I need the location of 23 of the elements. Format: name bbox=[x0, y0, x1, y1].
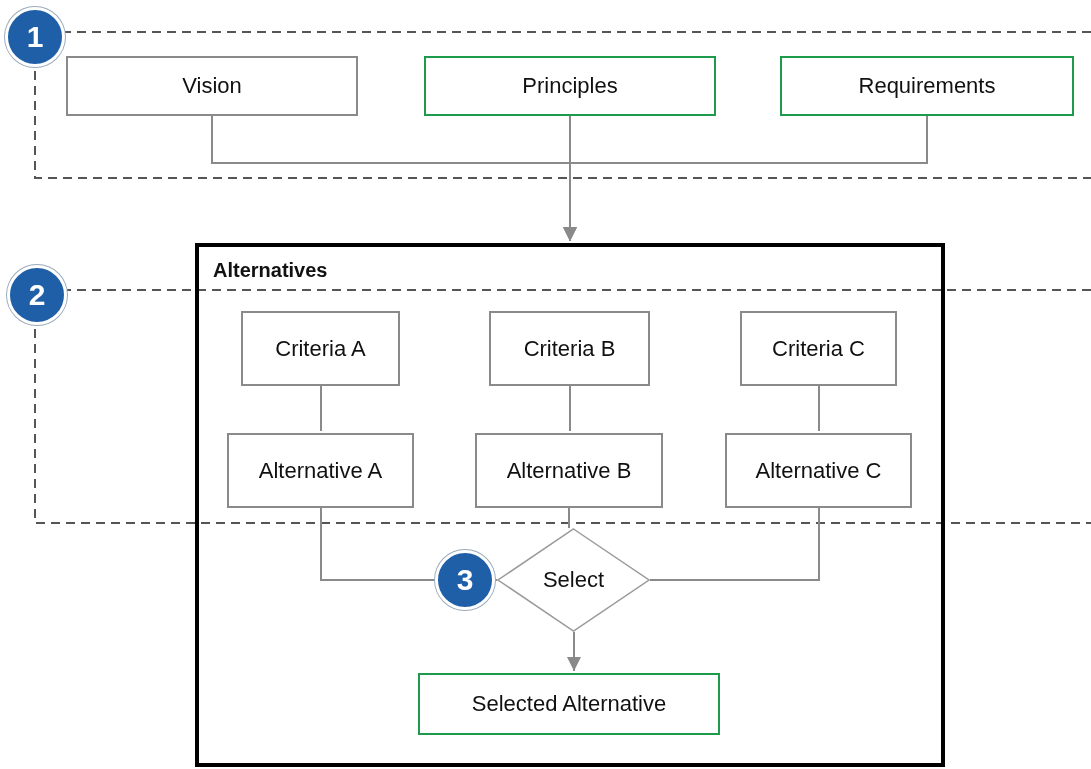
process-box: Alternative B bbox=[475, 433, 663, 508]
process-box: Vision bbox=[66, 56, 358, 116]
connector-line bbox=[569, 385, 571, 432]
process-box: Criteria A bbox=[241, 311, 400, 386]
callout-number: 1 bbox=[5, 7, 65, 67]
group-box bbox=[195, 243, 945, 767]
connector-line bbox=[818, 385, 820, 432]
callout-number: 3 bbox=[435, 550, 495, 610]
group-heading: Alternatives bbox=[213, 259, 328, 282]
process-box: Alternative A bbox=[227, 433, 414, 508]
process-box: Criteria B bbox=[489, 311, 650, 386]
connector-line bbox=[649, 507, 820, 581]
process-box: Requirements bbox=[780, 56, 1074, 116]
callout-number: 2 bbox=[7, 265, 67, 325]
connector-line bbox=[320, 385, 322, 432]
connector-line bbox=[568, 507, 570, 529]
process-box: Criteria C bbox=[740, 311, 897, 386]
decision-diamond: Select bbox=[497, 528, 650, 632]
process-box: Principles bbox=[424, 56, 716, 116]
process-box: Alternative C bbox=[725, 433, 912, 508]
arrow bbox=[567, 631, 581, 672]
process-box: Selected Alternative bbox=[418, 673, 720, 735]
arrow bbox=[563, 115, 928, 242]
